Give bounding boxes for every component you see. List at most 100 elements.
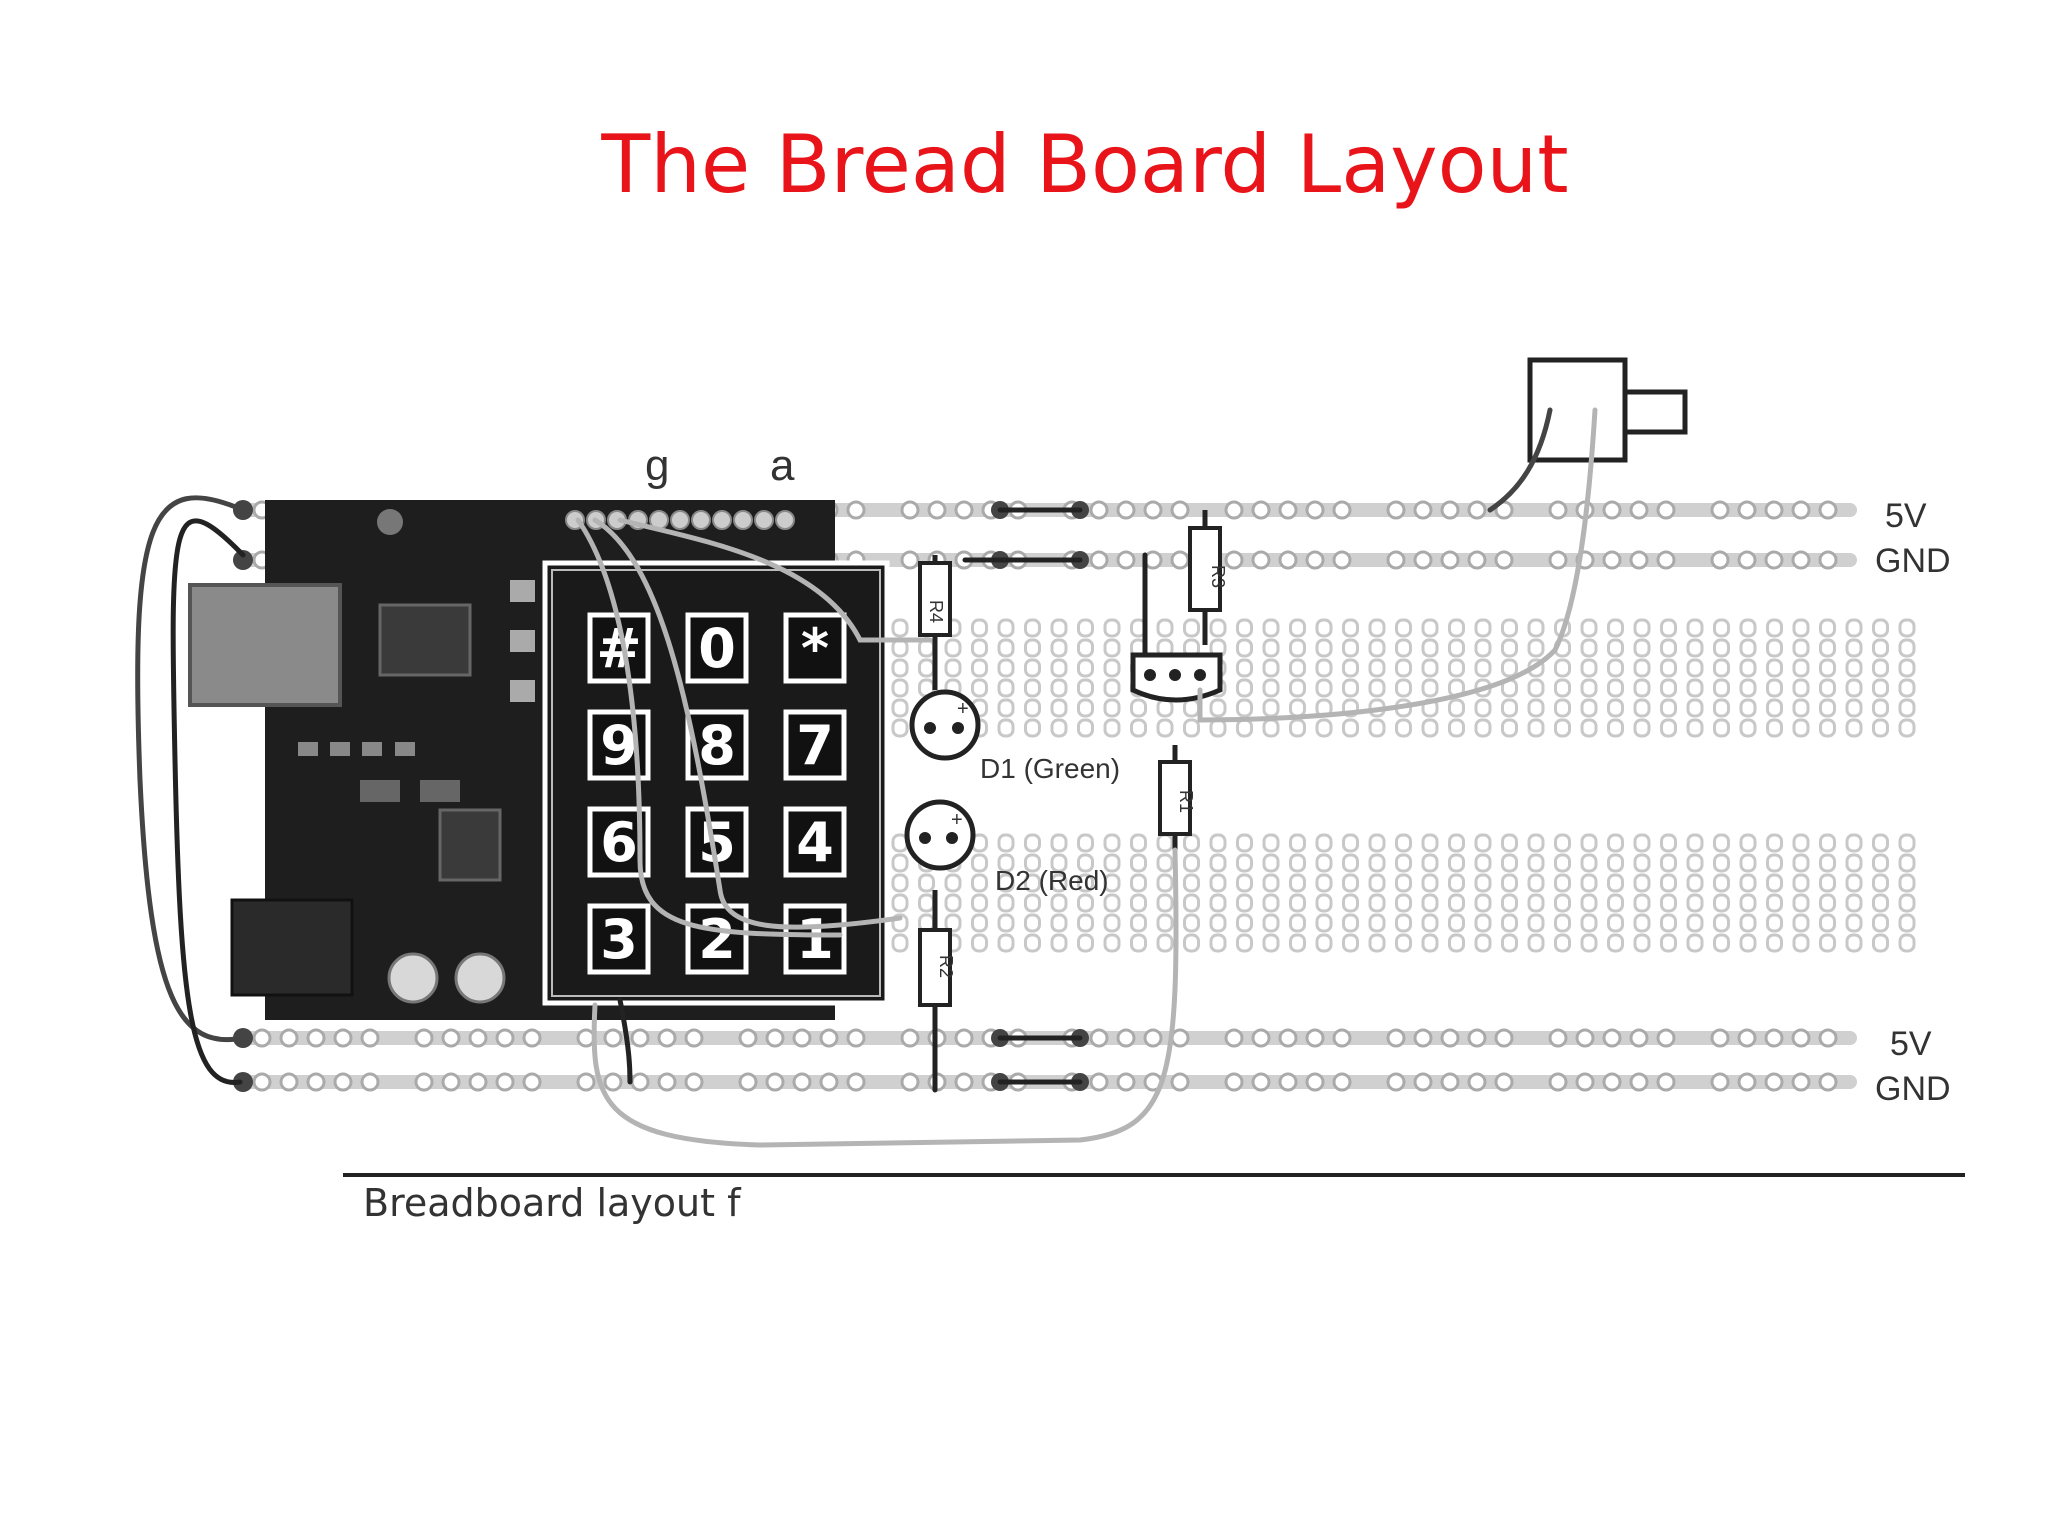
breadboard-hole: [1766, 833, 1783, 853]
svg-text:+: +: [951, 809, 963, 831]
rail-hole: [684, 1028, 704, 1048]
breadboard-hole: [1686, 658, 1704, 678]
rail-hole: [1575, 1028, 1595, 1048]
breadboard-hole: [1501, 913, 1518, 933]
rail-hole: [1224, 500, 1244, 520]
breadboard-hole: [1607, 913, 1624, 933]
breadboard-hole: [1050, 933, 1068, 953]
breadboard-hole: [1448, 698, 1465, 718]
rail-hole: [1575, 1072, 1595, 1092]
breadboard-hole: [1050, 853, 1068, 873]
breadboard-hole: [1739, 718, 1757, 738]
breadboard-hole: [1103, 718, 1121, 738]
keypad-key-label: 1: [796, 908, 834, 971]
breadboard-hole: [1077, 853, 1094, 873]
breadboard-hole: [891, 618, 909, 638]
breadboard-hole: [918, 658, 935, 678]
rail-hole: [576, 1072, 596, 1092]
rail-hole: [333, 1028, 353, 1048]
breadboard-hole: [1236, 873, 1253, 893]
rail-hole: [1656, 500, 1676, 520]
rail-hole: [1251, 500, 1271, 520]
rail-hole: [306, 1028, 326, 1048]
breadboard-hole: [1527, 638, 1545, 658]
rail-hole: [1737, 550, 1757, 570]
breadboard-hole: [1448, 873, 1465, 893]
wires: [135, 407, 1598, 1148]
breadboard-hole: [1130, 698, 1147, 718]
rail-hole: [900, 550, 920, 570]
breadboard-hole: [1130, 913, 1147, 933]
rail-hole: [414, 1072, 434, 1092]
rail-hole: [954, 1072, 974, 1092]
breadboard-hole: [1342, 833, 1359, 853]
breadboard-hole: [1686, 913, 1704, 933]
breadboard-hole: [1289, 698, 1306, 718]
breadboard-hole: [1368, 833, 1386, 853]
breadboard-hole: [1209, 833, 1227, 853]
digital-header-pins: [565, 510, 795, 530]
transistor: [1130, 652, 1223, 703]
rail-hole: [792, 1072, 812, 1092]
breadboard-hole: [997, 678, 1015, 698]
breadboard-hole: [1766, 913, 1783, 933]
breadboard-hole: [1633, 678, 1651, 698]
breadboard-hole: [1580, 853, 1598, 873]
breadboard-hole: [891, 933, 909, 953]
breadboard-hole: [1633, 618, 1651, 638]
rail-hole: [900, 1028, 920, 1048]
breadboard-hole: [1819, 893, 1836, 913]
rail-hole: [1386, 1072, 1406, 1092]
breadboard-hole: [1474, 658, 1492, 678]
rail-hole: [603, 1072, 623, 1092]
breadboard-hole: [1395, 638, 1412, 658]
header-label-a: a: [770, 441, 795, 490]
breadboard-hole: [1660, 933, 1677, 953]
breadboard-hole: [1315, 658, 1333, 678]
breadboard-hole: [1660, 833, 1677, 853]
breadboard-hole: [1050, 618, 1068, 638]
breadboard-hole: [1209, 933, 1227, 953]
breadboard-hole: [1421, 893, 1439, 913]
breadboard-hole: [1077, 873, 1094, 893]
breadboard-hole: [1501, 893, 1518, 913]
breadboard-hole: [1103, 698, 1121, 718]
breadboard-hole: [997, 718, 1015, 738]
breadboard-hole: [1315, 913, 1333, 933]
breadboard-hole: [1554, 873, 1571, 893]
breadboard-hole: [1766, 698, 1783, 718]
breadboard-hole: [971, 913, 988, 933]
rail-hole: [1818, 500, 1838, 520]
breadboard-hole: [1686, 853, 1704, 873]
breadboard-hole: [1050, 698, 1068, 718]
breadboard-hole: [1342, 618, 1359, 638]
breadboard-hole: [1607, 853, 1624, 873]
breadboard-hole: [1686, 678, 1704, 698]
rail-hole: [1278, 500, 1298, 520]
rail-hole: [1251, 1072, 1271, 1092]
breadboard-hole: [1395, 853, 1412, 873]
breadboard-hole: [1050, 638, 1068, 658]
breadboard-hole: [1898, 913, 1916, 933]
rail-hole: [1710, 1072, 1730, 1092]
rail-hole: [576, 1028, 596, 1048]
rail-hole: [1278, 1028, 1298, 1048]
breadboard-hole: [1289, 893, 1306, 913]
breadboard-hole: [1739, 873, 1757, 893]
rail-hole: [1737, 500, 1757, 520]
breadboard-hole: [1872, 718, 1889, 738]
breadboard-hole: [1236, 893, 1253, 913]
rail-hole: [1143, 500, 1163, 520]
breadboard-hole: [1845, 718, 1863, 738]
breadboard-hole: [1845, 678, 1863, 698]
rail-hole: [252, 1028, 272, 1048]
breadboard-hole: [1633, 658, 1651, 678]
rail-endpoint: [233, 550, 253, 570]
led-label-d1: D1 (Green): [980, 753, 1120, 784]
breadboard-hole: [1739, 853, 1757, 873]
rail-hole: [1332, 1072, 1352, 1092]
breadboard-hole: [1474, 833, 1492, 853]
breadboard-hole: [1554, 658, 1571, 678]
breadboard-hole: [1209, 913, 1227, 933]
rail-hole: [1305, 1072, 1325, 1092]
